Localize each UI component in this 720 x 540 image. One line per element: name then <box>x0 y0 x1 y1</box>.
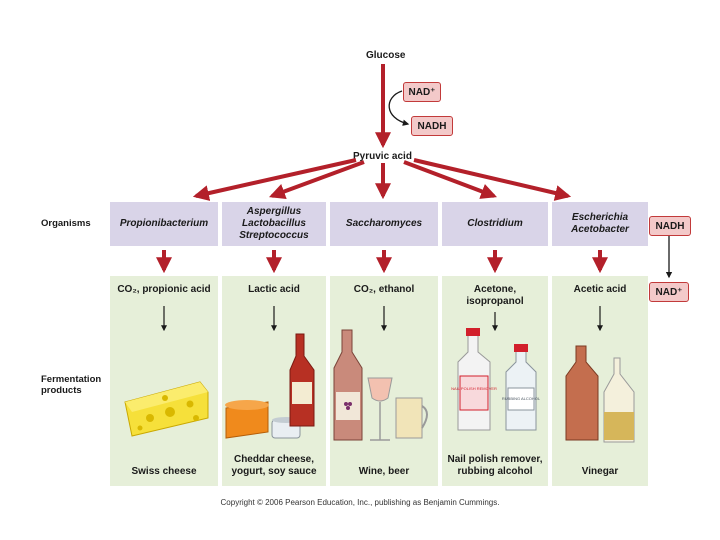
pyruvate-arrow-1 <box>192 158 357 201</box>
nad-plus-top: NAD⁺ <box>403 82 441 102</box>
product-name: Cheddar cheese, <box>233 454 315 465</box>
row-label-products: Fermentation products <box>41 374 102 396</box>
product-name: rubbing alcohol <box>457 466 533 477</box>
product-chemical: isopropanol <box>466 296 524 307</box>
wine-and-beer-icon <box>333 329 428 441</box>
product-name: yogurt, soy sauce <box>231 466 317 477</box>
organism-box: Propionibacterium <box>110 202 218 246</box>
product-chemical: CO₂, propionic acid <box>117 284 211 295</box>
product-name: Swiss cheese <box>131 466 197 477</box>
row-label-organisms: Organisms <box>41 218 91 229</box>
product-name: Nail polish remover, <box>447 454 543 465</box>
organism-name: Escherichia <box>571 212 629 223</box>
product-name: Wine, beer <box>358 466 410 477</box>
nad-plus-side: NAD⁺ <box>649 282 689 302</box>
organism-name: Streptococcus <box>239 230 309 241</box>
nad-reduction-arrow <box>388 90 410 126</box>
rubbing-bottle-label: RUBBING ALCOHOL <box>502 396 541 401</box>
organism-box: Escherichia Acetobacter <box>552 202 648 246</box>
pyruvate-arrow-4 <box>403 160 497 199</box>
organism-name: Acetobacter <box>571 224 629 235</box>
organism-name: Aspergillus <box>246 206 302 217</box>
copyright-credit: Copyright © 2006 Pearson Education, Inc.… <box>220 498 500 507</box>
organism-box: Clostridium <box>442 202 548 246</box>
product-chemical: Acetone, <box>473 284 517 295</box>
organism-name: Saccharomyces <box>345 218 423 229</box>
organism-name: Propionibacterium <box>119 218 209 229</box>
pyruvic-acid-label: Pyruvic acid <box>353 151 412 162</box>
pyruvate-arrow-5 <box>413 158 572 201</box>
nail-polish-and-rubbing-alcohol-icon <box>457 328 537 431</box>
product-chemical: CO₂, ethanol <box>353 284 415 295</box>
organism-box: Aspergillus Lactobacillus Streptococcus <box>222 202 326 246</box>
nadh-top: NADH <box>411 116 453 136</box>
product-name: Vinegar <box>581 466 619 477</box>
product-chemical: Acetic acid <box>573 284 627 295</box>
glucose-label: Glucose <box>366 50 406 61</box>
vinegar-icon <box>565 345 635 443</box>
organism-box: Saccharomyces <box>330 202 438 246</box>
organism-name: Clostridium <box>467 218 523 229</box>
organism-name: Lactobacillus <box>242 218 306 229</box>
cheddar-and-soy-sauce-icon <box>225 333 315 439</box>
swiss-cheese-icon <box>124 381 209 437</box>
pyruvate-arrow-2 <box>268 160 365 200</box>
nail-bottle-label: NAIL POLISH REMOVER <box>451 386 497 391</box>
product-chemical: Lactic acid <box>248 284 300 295</box>
nadh-side: NADH <box>649 216 691 236</box>
